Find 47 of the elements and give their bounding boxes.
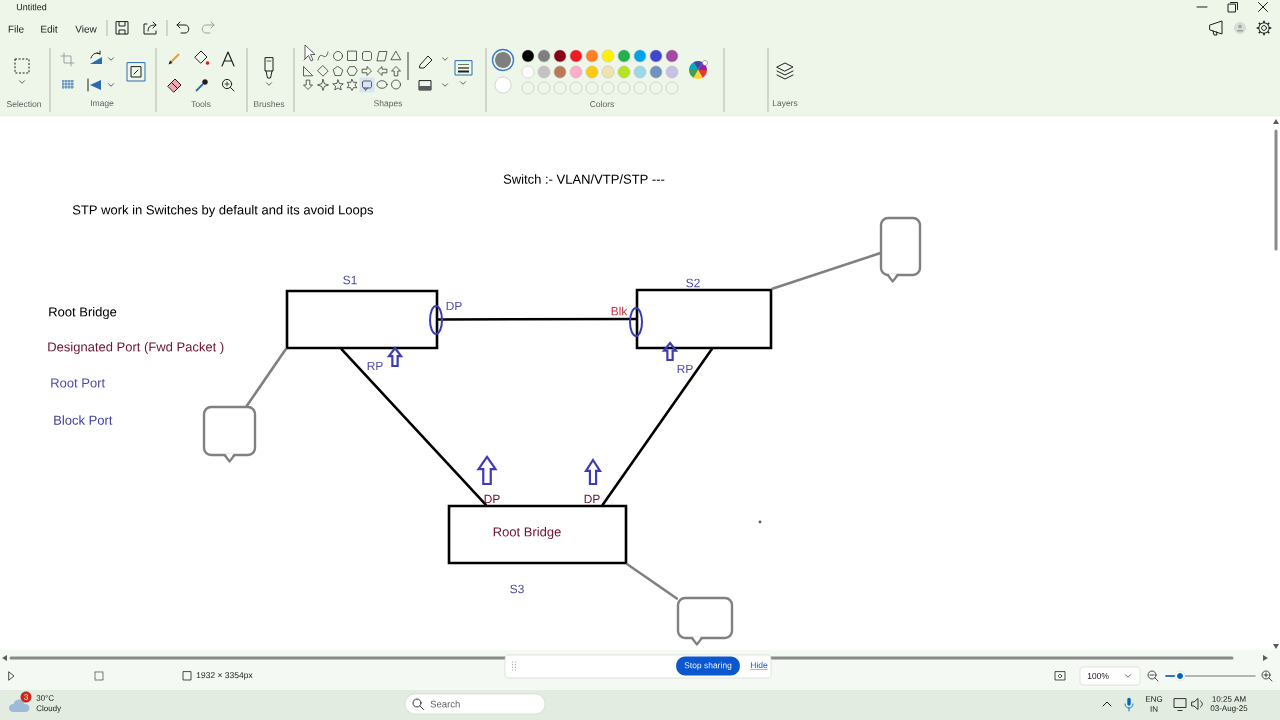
title: Switch :- VLAN/VTP/STP --- bbox=[503, 174, 665, 184]
legend-text: Designated Port (Fwd Packet ) bbox=[48, 341, 224, 355]
clock-text: 03-Aug-25 bbox=[1210, 705, 1248, 713]
port-label: DP bbox=[446, 301, 462, 311]
clock-text: 10:25 AM bbox=[1212, 696, 1246, 702]
zoom-dropdown: 100% bbox=[1079, 666, 1141, 686]
port-label: DP bbox=[584, 494, 600, 504]
menu-item: View bbox=[75, 25, 97, 33]
leader-line bbox=[626, 563, 679, 600]
legend-text: Root Port bbox=[51, 378, 105, 388]
legend-text: Block Port bbox=[54, 415, 113, 425]
note-text: STP work in Switches by default and its avoid Loops bbox=[72, 204, 373, 218]
search-box: Search bbox=[404, 693, 546, 715]
menu-item: Edit bbox=[41, 25, 58, 33]
weather-text: Cloudy bbox=[36, 705, 62, 713]
group-label: Brushes bbox=[254, 100, 285, 108]
status-text: 1932 × 3354px bbox=[196, 672, 253, 680]
leader-line bbox=[245, 348, 287, 408]
leader-line bbox=[771, 252, 882, 290]
group-label: Image bbox=[91, 100, 114, 108]
window-title: Untitled bbox=[16, 3, 47, 11]
notification-badge: 3 bbox=[20, 691, 32, 703]
group-label: Tools bbox=[191, 100, 211, 108]
switch-box: Root Bridge bbox=[447, 504, 628, 565]
legend-text: Root Bridge bbox=[49, 306, 117, 320]
switch-label: S1 bbox=[343, 275, 357, 285]
group-label: Shapes bbox=[374, 100, 403, 108]
speech-bubble bbox=[676, 596, 734, 646]
hide-link: Hide bbox=[750, 661, 768, 670]
group-label: Selection bbox=[6, 100, 41, 108]
switch-label: S2 bbox=[686, 278, 700, 288]
port-label: Blk bbox=[611, 306, 628, 316]
language-text: IN bbox=[1150, 706, 1158, 712]
port-label: RP bbox=[677, 364, 693, 374]
port-label: RP bbox=[367, 361, 383, 371]
group-label: Colors bbox=[590, 100, 614, 108]
language-text: ENG bbox=[1146, 696, 1163, 702]
switch-label: S3 bbox=[510, 584, 524, 594]
weather-text: 30°C bbox=[36, 695, 54, 701]
stop-sharing-button: Stop sharing bbox=[676, 656, 740, 676]
group-label: Layers bbox=[772, 100, 798, 108]
speech-bubble bbox=[202, 405, 257, 463]
menu-item: File bbox=[8, 25, 24, 33]
port-label: DP bbox=[484, 494, 500, 504]
connector-line bbox=[601, 348, 713, 506]
connector-line bbox=[437, 317, 637, 321]
speech-bubble bbox=[879, 216, 922, 283]
